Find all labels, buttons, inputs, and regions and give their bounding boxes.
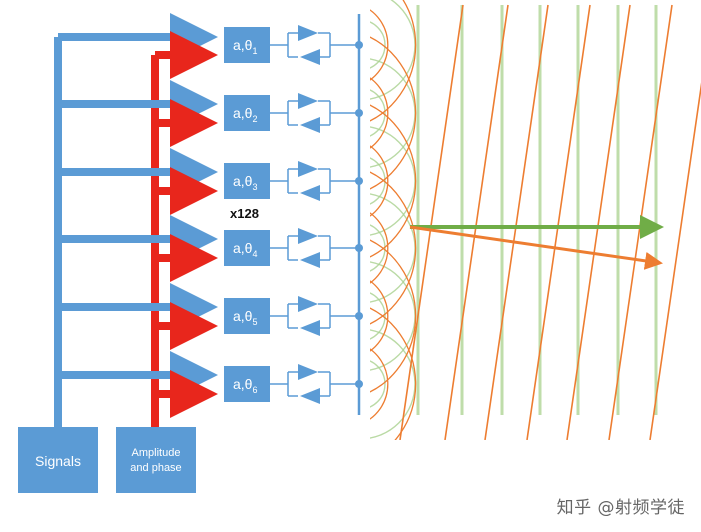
rx-amplifier bbox=[300, 185, 320, 201]
channel-label: a,θ1 bbox=[233, 37, 257, 56]
orange-wavefront bbox=[399, 4, 464, 440]
orange-arc bbox=[370, 212, 389, 284]
green-arc bbox=[370, 21, 386, 69]
rx-amplifier bbox=[300, 117, 320, 133]
beam-arrows bbox=[409, 215, 664, 270]
amplitude-label: Amplitude bbox=[132, 447, 181, 459]
orange-wavefront bbox=[526, 4, 591, 440]
channel-2: a,θ2 bbox=[224, 93, 363, 133]
channel-label: a,θ4 bbox=[233, 240, 257, 259]
phase-shifter-box bbox=[224, 95, 270, 131]
tx-amplifier bbox=[298, 25, 318, 41]
tr-bracket bbox=[287, 235, 298, 261]
channel-subscript: 6 bbox=[252, 385, 257, 395]
channel-4: a,θ4 bbox=[224, 228, 363, 268]
channel-3: a,θ3 bbox=[224, 161, 363, 201]
orange-arc bbox=[370, 0, 417, 122]
rx-amplifier bbox=[300, 320, 320, 336]
tx-amplifier bbox=[298, 161, 318, 177]
steered-beam bbox=[409, 225, 663, 270]
orange-wavefront bbox=[444, 4, 509, 440]
element-count-label: x128 bbox=[230, 206, 259, 221]
tr-bracket bbox=[287, 32, 298, 58]
tr-bracket bbox=[287, 371, 298, 397]
phase-shifter-box bbox=[224, 27, 270, 63]
orange-wavefront bbox=[566, 4, 631, 440]
channel-label: a,θ3 bbox=[233, 173, 257, 192]
amplitude-phase-box: Amplitude and phase bbox=[116, 427, 196, 493]
channel-6: a,θ6 bbox=[224, 364, 363, 404]
orange-wavefront bbox=[649, 82, 701, 440]
signals-box: Signals bbox=[18, 427, 98, 493]
channel-subscript: 2 bbox=[252, 114, 257, 124]
orange-arc bbox=[370, 239, 417, 393]
orange-arc bbox=[370, 104, 417, 258]
channel-subscript: 1 bbox=[252, 46, 257, 56]
green-arc bbox=[370, 89, 386, 137]
channel-label: a,θ5 bbox=[233, 308, 257, 327]
tx-amplifier bbox=[298, 228, 318, 244]
orange-arc bbox=[370, 9, 389, 81]
wavefront-lines bbox=[370, 0, 701, 440]
signals-label: Signals bbox=[35, 453, 81, 469]
tx-amplifier bbox=[298, 364, 318, 380]
channel-label: a,θ2 bbox=[233, 105, 257, 124]
channel-subscript: 5 bbox=[252, 317, 257, 327]
orange-arc bbox=[370, 36, 417, 190]
and-phase-label: and phase bbox=[130, 462, 181, 474]
phase-shifter-box bbox=[224, 230, 270, 266]
orange-arc bbox=[370, 348, 389, 420]
channel-1: a,θ1 bbox=[224, 25, 363, 65]
orange-wavefront bbox=[484, 4, 549, 440]
rx-amplifier bbox=[300, 49, 320, 65]
green-arc bbox=[370, 292, 386, 340]
orange-arc bbox=[370, 280, 389, 352]
phase-shifter-box bbox=[224, 163, 270, 199]
channel-5: a,θ5 bbox=[224, 296, 363, 336]
green-arc bbox=[370, 360, 386, 408]
orange-arc bbox=[370, 171, 417, 325]
phase-shifter-box bbox=[224, 298, 270, 334]
phase-shifter-box bbox=[224, 366, 270, 402]
tx-amplifier bbox=[298, 93, 318, 109]
channel-subscript: 4 bbox=[252, 249, 257, 259]
orange-arc bbox=[370, 307, 417, 440]
feed-network bbox=[54, 13, 218, 430]
tr-bracket bbox=[287, 100, 298, 126]
orange-arc bbox=[370, 77, 389, 149]
channel-subscript: 3 bbox=[252, 182, 257, 192]
channel-chains: a,θ1 a,θ2 a,θ3 a,θ4 a,θ5 a,θ6 bbox=[224, 25, 363, 404]
watermark: 知乎 @射频学徒 bbox=[556, 498, 685, 518]
channel-label: a,θ6 bbox=[233, 376, 257, 395]
rx-amplifier bbox=[300, 388, 320, 404]
tr-bracket bbox=[287, 303, 298, 329]
tx-amplifier bbox=[298, 296, 318, 312]
rx-amplifier bbox=[300, 252, 320, 268]
tr-bracket bbox=[287, 168, 298, 194]
